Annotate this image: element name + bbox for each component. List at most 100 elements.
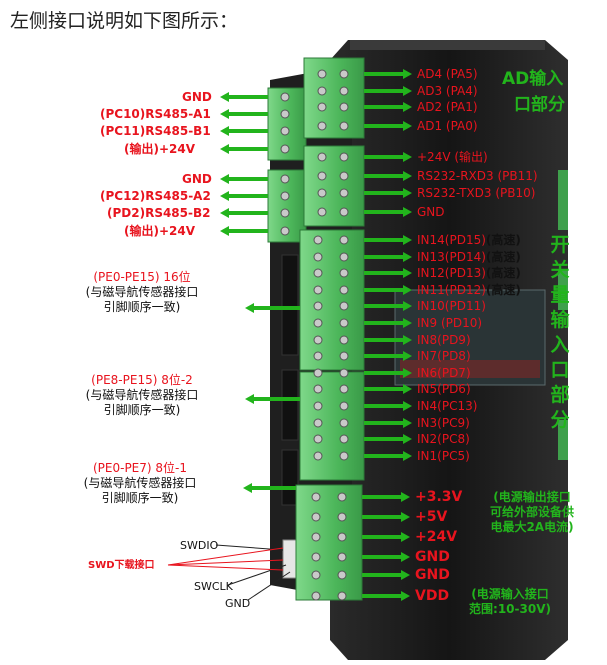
terminal-screw	[339, 384, 349, 394]
terminal-screw	[317, 121, 327, 131]
ad-label-1: AD1 (PA0)	[417, 119, 478, 133]
terminal-screw	[313, 335, 323, 345]
switch-section-char: 分	[550, 409, 570, 431]
power-output-note: (电源输出接口可给外部设备供电最大2A电流)	[489, 490, 574, 534]
rs232-label-gnd: GND	[417, 205, 445, 219]
switch-input-label: IN12(PD13)(高速)	[417, 266, 521, 280]
terminal-screw	[339, 235, 349, 245]
terminal-screw	[311, 591, 321, 601]
pin-arrow	[362, 591, 410, 601]
terminal-screw	[339, 188, 349, 198]
terminal-screw	[339, 268, 349, 278]
swd-sdio-label: SWDIO	[180, 539, 219, 552]
switch-section-char: 开	[550, 234, 570, 256]
ad-section-title-1: AD输入	[502, 69, 564, 89]
switch-section-char: 量	[550, 284, 570, 306]
pin-arrow	[364, 86, 412, 96]
ad-label-4: AD4 (PA5)	[417, 67, 478, 81]
terminal-block-rs232	[303, 145, 365, 227]
pin-arrow	[243, 483, 296, 493]
terminal-screw	[317, 102, 327, 112]
power-label: GND	[415, 549, 450, 565]
terminal-screw	[317, 188, 327, 198]
rs232-label-24v: +24V (输出)	[417, 150, 488, 164]
pin-arrow	[364, 335, 412, 345]
terminal-screw	[313, 384, 323, 394]
switch-input-label: IN7(PD8)	[417, 349, 471, 363]
terminal-screw	[313, 418, 323, 428]
switch-input-label: IN1(PC5)	[417, 449, 470, 463]
terminal-screw	[311, 512, 321, 522]
terminal-block-power	[295, 484, 363, 601]
pin-arrow	[364, 418, 412, 428]
left-label-gnd-1: GND	[182, 90, 212, 104]
switch-section-title: 开关量输入口部分	[549, 233, 571, 433]
terminal-screw	[317, 152, 327, 162]
terminal-block-ad	[303, 57, 365, 139]
pin-arrow	[364, 384, 412, 394]
pin-arrow	[364, 268, 412, 278]
terminal-screw	[313, 252, 323, 262]
left-label-24v-2: (输出)+24V	[124, 224, 196, 238]
terminal-screw	[311, 492, 321, 502]
terminal-screw	[339, 418, 349, 428]
terminal-screw	[337, 512, 347, 522]
pin-arrow	[220, 226, 268, 236]
pin-arrow	[362, 512, 410, 522]
terminal-screw	[339, 152, 349, 162]
pin-arrow	[220, 208, 268, 218]
terminal-screw	[313, 285, 323, 295]
power-label: VDD	[415, 588, 450, 604]
pin-arrow	[220, 109, 268, 119]
pin-arrow	[364, 121, 412, 131]
pin-arrow	[364, 318, 412, 328]
switch-section-char: 部	[550, 384, 570, 406]
switch-input-label: IN3(PC9)	[417, 416, 470, 430]
switch-input-label: IN10(PD11)	[417, 299, 486, 313]
terminal-screw	[339, 69, 349, 79]
terminal-screw	[311, 532, 321, 542]
terminal-screw	[339, 434, 349, 444]
page-title: 左侧接口说明如下图所示：	[10, 10, 239, 32]
device-top-edge	[350, 40, 545, 50]
left-label-gnd-2: GND	[182, 172, 212, 186]
terminal-screw	[339, 351, 349, 361]
left-label-rs485-b2: (PD2)RS485-B2	[107, 206, 211, 220]
pin-arrow	[362, 492, 410, 502]
pin-arrow	[364, 451, 412, 461]
terminal-screw	[337, 552, 347, 562]
terminal-screw	[339, 451, 349, 461]
swd-interface-label: SWD下载接口	[88, 560, 155, 571]
ad-label-2: AD2 (PA1)	[417, 100, 478, 114]
terminal-screw	[317, 86, 327, 96]
terminal-screw	[337, 532, 347, 542]
swd-swclk-label: SWCLK	[194, 580, 233, 593]
terminal-screw	[313, 451, 323, 461]
terminal-screw	[339, 102, 349, 112]
terminal-screw	[317, 207, 327, 217]
switch-section-char: 口	[550, 359, 570, 381]
pin-arrow	[364, 171, 412, 181]
switch-input-label: IN4(PC13)	[417, 399, 478, 413]
left-label-rs485-a2: (PC12)RS485-A2	[100, 189, 211, 203]
header-connector-2	[281, 369, 299, 441]
pin-arrow	[364, 207, 412, 217]
power-label: +3.3V	[415, 489, 463, 505]
left-label-rs485-b1: (PC11)RS485-B1	[100, 124, 211, 138]
pin-arrow	[362, 552, 410, 562]
terminal-screw	[280, 226, 290, 236]
terminal-screw	[313, 235, 323, 245]
switch-input-label: IN9 (PD10)	[417, 316, 483, 330]
rs232-label-rxd3: RS232-RXD3 (PB11)	[417, 169, 538, 183]
terminal-screw	[339, 252, 349, 262]
switch-input-label: IN5(PD6)	[417, 382, 471, 396]
terminal-screw	[339, 335, 349, 345]
terminal-screw	[280, 144, 290, 154]
pin-arrow	[364, 434, 412, 444]
terminal-screw	[313, 434, 323, 444]
terminal-screw	[339, 171, 349, 181]
pin-arrows	[220, 69, 412, 601]
terminal-screws	[280, 69, 349, 601]
pin-arrow	[220, 92, 268, 102]
